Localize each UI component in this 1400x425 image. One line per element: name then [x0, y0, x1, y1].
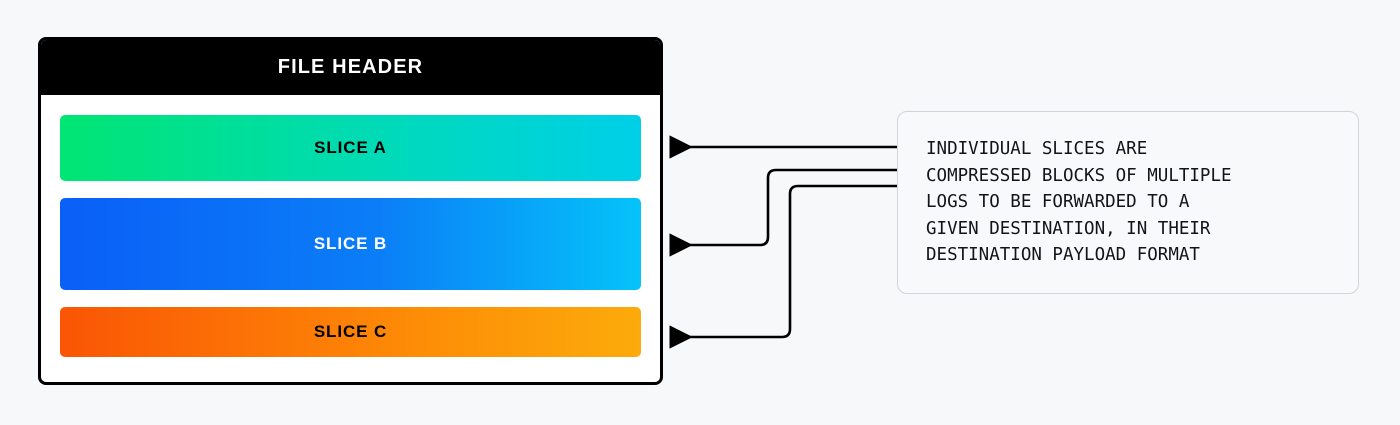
slice-c[interactable]: SLICE C — [60, 307, 641, 357]
file-header-bar: FILE HEADER — [41, 40, 660, 95]
annotation-text: INDIVIDUAL SLICES ARE COMPRESSED BLOCKS … — [926, 139, 1232, 266]
connector-to-slice-b — [669, 168, 899, 257]
annotation-callout: INDIVIDUAL SLICES ARE COMPRESSED BLOCKS … — [897, 111, 1359, 294]
slice-a[interactable]: SLICE A — [60, 115, 641, 181]
connector-to-slice-c — [669, 184, 899, 349]
file-container: FILE HEADER SLICE A SLICE B SLICE C — [38, 37, 663, 385]
slice-list: SLICE A SLICE B SLICE C — [41, 95, 660, 382]
slice-b[interactable]: SLICE B — [60, 198, 641, 290]
